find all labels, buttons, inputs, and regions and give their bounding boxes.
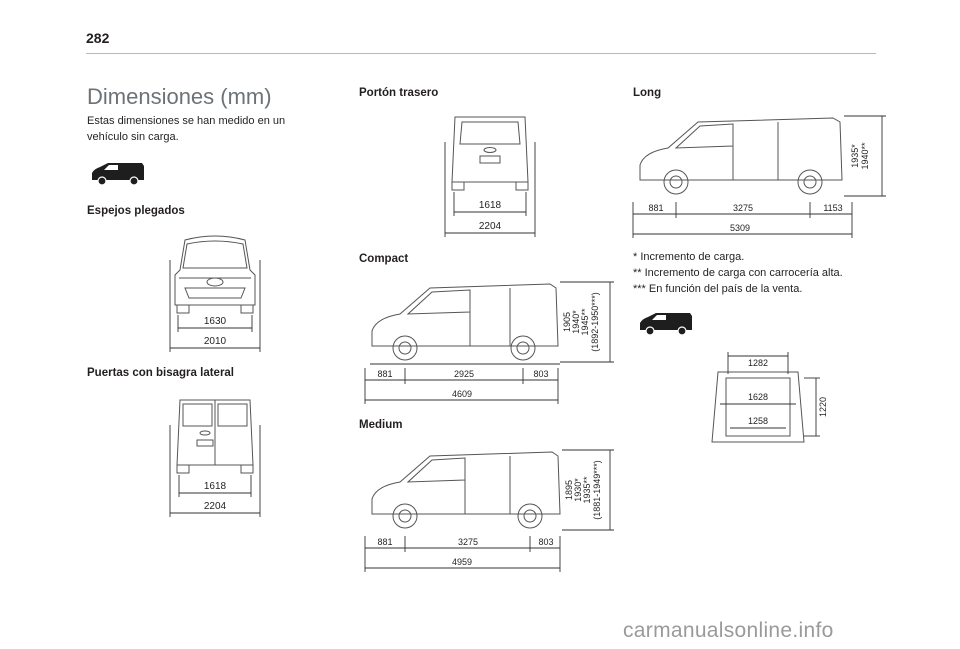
medium-side-diagram: 881 3275 803 4959 1895 1930* 1935** (188… xyxy=(364,449,614,572)
watermark: carmanualsonline.info xyxy=(623,619,834,642)
heading-puertas: Puertas con bisagra lateral xyxy=(87,367,235,379)
dim-compact-length: 4609 xyxy=(452,389,472,399)
dim-compact-rear: 803 xyxy=(533,369,548,379)
dim-long-front: 881 xyxy=(648,203,663,213)
footnote-3: *** En función del país de la venta. xyxy=(633,283,803,295)
dim-cargo-height: 1220 xyxy=(818,397,828,417)
dim-cargo-floor-width: 1258 xyxy=(748,416,768,426)
compact-side-diagram: 881 2925 803 4609 1905 1940* 1945** (189… xyxy=(364,281,614,404)
header-divider xyxy=(86,53,876,54)
van-pictogram-icon xyxy=(92,163,144,186)
dim-long-wheelbase: 3275 xyxy=(733,203,753,213)
dim-porton-width: 1618 xyxy=(479,200,502,211)
dim-compact-height-1: 1905 xyxy=(562,312,572,332)
footnote-2: ** Incremento de carga con carrocería al… xyxy=(633,267,843,279)
intro-text: Estas dimensiones se han medido en un ve… xyxy=(87,115,286,143)
dim-espejos-overall: 2010 xyxy=(204,336,227,347)
dim-porton-overall: 2204 xyxy=(479,221,502,232)
dim-cargo-top-width: 1282 xyxy=(748,358,768,368)
rear-doors-diagram: 1618 2204 xyxy=(169,399,261,517)
dim-medium-height-1: 1895 xyxy=(564,480,574,500)
dim-medium-rear: 803 xyxy=(538,537,553,547)
dim-medium-height-3: 1935** xyxy=(582,476,592,504)
dim-compact-wheelbase: 2925 xyxy=(454,369,474,379)
dim-compact-height-2: 1940* xyxy=(571,310,581,334)
dim-medium-front: 881 xyxy=(377,537,392,547)
dim-medium-length: 4959 xyxy=(452,557,472,567)
dim-espejos-width: 1630 xyxy=(204,316,227,327)
dim-long-height-1: 1935* xyxy=(850,144,860,168)
dim-medium-height-2: 1930* xyxy=(573,478,583,502)
van-pictogram-icon xyxy=(640,313,692,336)
front-view-diagram: 1630 2010 xyxy=(169,235,261,352)
page-number: 282 xyxy=(86,30,110,46)
heading-porton: Portón trasero xyxy=(359,87,439,99)
dim-compact-height-3: 1945** xyxy=(580,308,590,336)
heading-long: Long xyxy=(633,87,662,99)
long-side-diagram: 881 3275 1153 5309 1935* 1940** xyxy=(632,115,886,238)
footnotes: * Incremento de carga. ** Incremento de … xyxy=(633,249,843,297)
dim-long-length: 5309 xyxy=(730,223,750,233)
dim-compact-height-4: (1892-1950***) xyxy=(590,292,600,352)
dim-cargo-mid-width: 1628 xyxy=(748,392,768,402)
heading-compact: Compact xyxy=(359,253,409,265)
dim-puertas-width: 1618 xyxy=(204,481,227,492)
tailgate-diagram: 1618 2204 xyxy=(444,116,536,237)
dim-long-rear: 1153 xyxy=(823,203,842,213)
dim-medium-height-4: (1881-1949***) xyxy=(592,460,602,520)
dim-puertas-overall: 2204 xyxy=(204,501,227,512)
page-title: Dimensiones (mm) xyxy=(87,84,272,109)
dim-medium-wheelbase: 3275 xyxy=(458,537,478,547)
cargo-opening-diagram: 1282 1628 1258 1220 xyxy=(711,352,828,443)
dim-long-height-2: 1940** xyxy=(860,142,870,170)
dim-compact-front: 881 xyxy=(377,369,392,379)
heading-espejos: Espejos plegados xyxy=(87,205,185,217)
footnote-1: * Incremento de carga. xyxy=(633,251,745,263)
heading-medium: Medium xyxy=(359,419,403,431)
